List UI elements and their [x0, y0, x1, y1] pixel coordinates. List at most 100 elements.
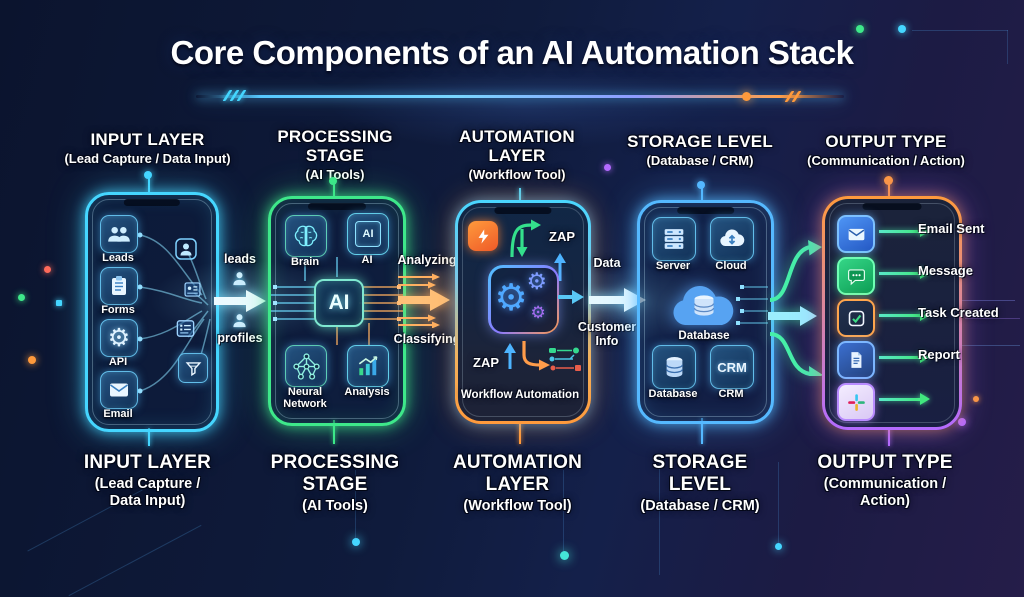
arrow-right-icon: [879, 398, 921, 401]
envelope-icon: [100, 371, 138, 409]
list-icon: [174, 317, 197, 340]
circuit-stem: [519, 188, 521, 200]
tile-label: AI: [361, 254, 373, 266]
footer-title: AUTOMATION LAYER: [452, 452, 582, 495]
glow-dot: [56, 300, 62, 306]
data-flow-arrows: [398, 273, 450, 328]
glow-dot: [560, 551, 569, 560]
bar-chart-icon: [347, 345, 389, 387]
phone-notch: [862, 203, 922, 210]
tile-label: Email: [103, 408, 133, 420]
storage-level-panel: Server Cloud Database Database CRM CR: [637, 200, 774, 424]
header-title: PROCESSING STAGE: [277, 127, 393, 165]
gear-glyph: ⚙: [494, 276, 528, 318]
circuit-stem: [888, 184, 890, 196]
phone-notch: [494, 207, 552, 214]
header-title: INPUT LAYER: [90, 130, 205, 149]
arrow-right-icon: [879, 356, 921, 359]
header-title: OUTPUT TYPE: [825, 132, 947, 151]
zap-label-bottom: ZAP: [473, 355, 499, 370]
circuit-stem: [148, 428, 150, 446]
automation-layer-panel: ZAP ⚙ ⚙ ⚙ ZAP: [455, 200, 591, 424]
output-label: Message: [918, 263, 973, 278]
footer-subtitle: (Lead Capture / Data Input): [94, 476, 201, 509]
phone-notch: [123, 199, 181, 206]
clipboard-icon: [100, 267, 138, 305]
footer-subtitle: (Database / CRM): [640, 498, 760, 514]
neural-network-icon: [285, 345, 327, 387]
connector-label-profiles: profiles: [217, 331, 263, 345]
arrow-right-icon: [214, 290, 266, 312]
circuit-stem: [701, 188, 703, 200]
tile-label: Neural Network: [283, 386, 327, 410]
glow-dot: [973, 396, 979, 402]
glow-dot: [144, 171, 152, 179]
person-icon: [231, 312, 248, 329]
workflow-automation-caption: Workflow Automation: [460, 389, 580, 401]
phone-notch: [307, 203, 367, 210]
storage-level-footer: STORAGE LEVEL (Database / CRM): [630, 452, 770, 515]
funnel-icon: [178, 353, 208, 383]
header-subtitle: (Workflow Tool): [468, 167, 566, 182]
tile-label: CRM: [718, 388, 744, 400]
arrow-right-icon: [879, 314, 921, 317]
glow-dot: [352, 538, 360, 546]
glow-dot: [742, 92, 751, 101]
input-layer-panel: Leads Forms ⚙ API Email: [85, 192, 219, 432]
footer-title: OUTPUT TYPE: [817, 452, 953, 473]
chip-label: AI: [362, 228, 374, 240]
header-title: STORAGE LEVEL: [627, 132, 773, 151]
glow-dot: [28, 356, 36, 364]
tile-label: Leads: [102, 252, 134, 264]
gear-glyph: ⚙: [107, 323, 131, 352]
chat-icon: [837, 257, 875, 295]
input-layer-footer: INPUT LAYER (Lead Capture / Data Input): [55, 452, 240, 510]
arrow-up-icon: [504, 343, 516, 369]
header-subtitle: (Lead Capture / Data Input): [64, 151, 231, 166]
database-icon: [652, 345, 696, 389]
footer-subtitle: (Workflow Tool): [463, 498, 572, 514]
glow-dot: [958, 418, 966, 426]
arrow-right-icon: [558, 290, 584, 304]
output-type-footer: OUTPUT TYPE (Communication / Action): [795, 452, 975, 510]
cloud-icon: [710, 217, 754, 261]
storage-level-header: STORAGE LEVEL (Database / CRM): [613, 132, 787, 168]
tile-label: API: [108, 356, 128, 368]
workflow-nodes-icon: [549, 347, 581, 371]
ai-chip-icon: AI: [347, 213, 389, 255]
tile-label: Cloud: [715, 260, 747, 272]
output-type-header: OUTPUT TYPE (Communication / Action): [795, 132, 977, 168]
glow-dot: [604, 164, 611, 171]
glow-dot: [898, 25, 906, 33]
converging-lines: [137, 232, 211, 394]
gear-glyph: ⚙: [530, 302, 546, 322]
circuit-stem: [148, 178, 150, 192]
cloud-database-icon: [673, 286, 734, 325]
automation-layer-footer: AUTOMATION LAYER (Workflow Tool): [435, 452, 600, 515]
footer-title: PROCESSING STAGE: [270, 452, 400, 495]
glow-dot: [44, 266, 51, 273]
circuit-pips: [736, 285, 768, 325]
circuit-decoration: [68, 524, 202, 597]
arrow-right-icon: [589, 288, 646, 312]
output-label: Email Sent: [918, 221, 985, 236]
server-icon: [652, 217, 696, 261]
output-type-panel: [822, 196, 962, 430]
processing-stage-footer: PROCESSING STAGE (AI Tools): [255, 452, 415, 515]
center-label: Database: [678, 330, 730, 342]
email-icon: [837, 215, 875, 253]
glow-dot: [856, 25, 864, 33]
connector-label-leads: leads: [224, 252, 256, 266]
circuit-decoration: [912, 30, 1008, 31]
tile-label: Forms: [101, 304, 135, 316]
circuit-traces: [271, 257, 403, 345]
arrow-right-icon: [879, 230, 921, 233]
circuit-stem: [888, 424, 890, 446]
footer-subtitle: (Communication / Action): [823, 476, 947, 509]
glow-dot: [18, 294, 25, 301]
circuit-decoration: [778, 462, 779, 544]
automation-layer-header: AUTOMATION LAYER (Workflow Tool): [443, 127, 591, 182]
tile-label: Database: [648, 388, 698, 400]
circuit-stem: [333, 184, 335, 196]
users-icon: [100, 215, 138, 253]
